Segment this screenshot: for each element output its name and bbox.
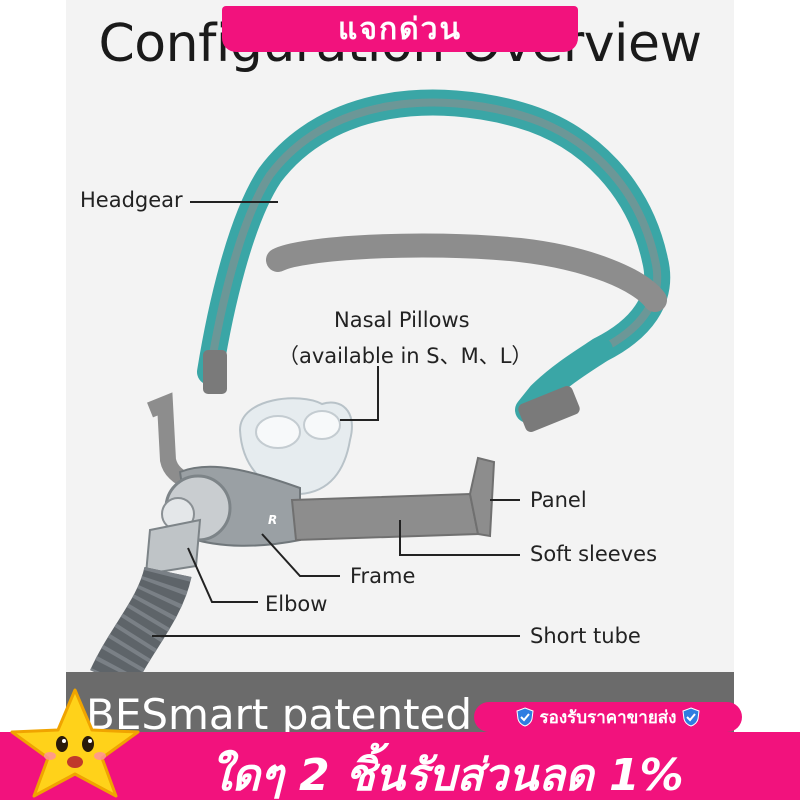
top-promo-text: แจกด่วน (338, 11, 462, 47)
headgear-strap (197, 89, 671, 432)
wholesale-text: รองรับราคาขายส่ง (539, 707, 677, 728)
band-heading: BESmart patented (86, 690, 473, 739)
star-mascot-icon (10, 688, 140, 798)
top-promo-banner: แจกด่วน (222, 6, 578, 52)
label-nasal-pillows-sizes: （available in S、M、L） (278, 344, 533, 368)
bottom-promo-bar (0, 732, 800, 800)
leader-lines (152, 201, 520, 637)
elbow (144, 474, 232, 576)
frame-mark: R (268, 513, 277, 527)
label-headgear: Headgear (80, 188, 183, 212)
short-tube (90, 566, 192, 691)
shield-check-icon (515, 707, 534, 727)
label-panel: Panel (530, 488, 587, 512)
wholesale-badge: รองรับราคาขายส่ง (474, 702, 742, 732)
label-elbow: Elbow (265, 592, 328, 616)
shield-check-icon (682, 707, 701, 727)
label-frame: Frame (350, 564, 416, 588)
label-short-tube: Short tube (530, 624, 641, 648)
product-panel-background (66, 0, 734, 800)
nasal-pillows (238, 397, 353, 496)
promo-text: ใดๆ 2 ชิ้นรับส่วนลด 1% (210, 750, 684, 801)
label-nasal-pillows: Nasal Pillows (334, 308, 470, 332)
label-soft-sleeves: Soft sleeves (530, 542, 658, 566)
